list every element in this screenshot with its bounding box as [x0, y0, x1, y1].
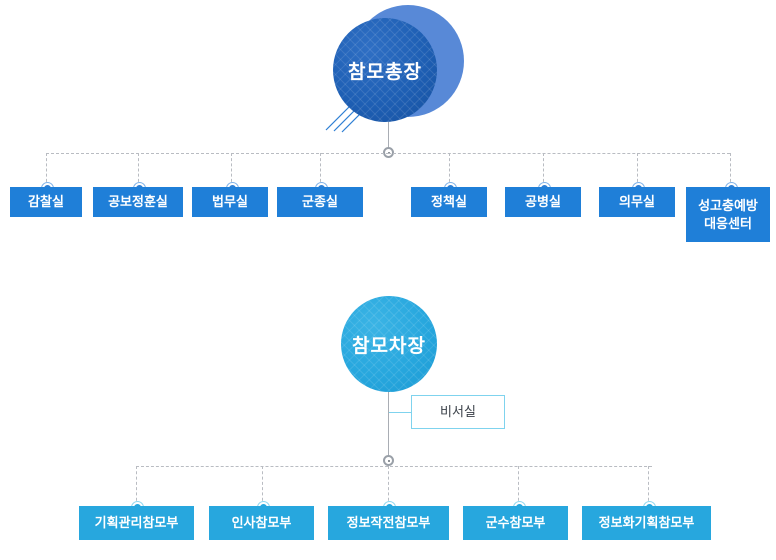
top-child-label-1: 감찰실: [28, 194, 64, 210]
top-child-label-2: 공보정훈실: [108, 194, 168, 210]
top-child-box-7[interactable]: 의무실: [599, 187, 675, 217]
bottom-child-box-5[interactable]: 정보화기획참모부: [582, 506, 711, 540]
top-drop-7: [637, 153, 638, 187]
top-drop-2: [138, 153, 139, 187]
top-child-box-1[interactable]: 감찰실: [10, 187, 82, 217]
top-drop-4: [320, 153, 321, 187]
top-child-box-5[interactable]: 정책실: [411, 187, 487, 217]
bottom-drop-2: [262, 466, 263, 506]
bottom-root-label: 참모차장: [352, 335, 426, 357]
top-child-label-5: 정책실: [431, 194, 467, 210]
bottom-child-box-4[interactable]: 군수참모부: [463, 506, 568, 540]
top-child-label-4: 군종실: [302, 194, 338, 210]
top-child-label-7: 의무실: [619, 194, 655, 210]
top-child-box-4[interactable]: 군종실: [277, 187, 363, 217]
top-bus-left: [46, 153, 389, 154]
aside-label: 비서실: [440, 404, 476, 420]
bottom-bus: [136, 466, 652, 467]
top-bus-right: [388, 153, 730, 154]
top-child-label-3: 법무실: [212, 194, 248, 210]
top-root-node[interactable]: 참모총장: [333, 18, 437, 122]
top-drop-5: [449, 153, 450, 187]
bottom-drop-1: [136, 466, 137, 506]
top-child-label-8-line1: 성고충예방: [698, 197, 758, 213]
top-child-box-3[interactable]: 법무실: [192, 187, 268, 217]
bottom-child-label-4: 군수참모부: [485, 515, 546, 531]
aside-box[interactable]: 비서실: [411, 395, 505, 429]
bottom-child-label-2: 인사참모부: [231, 515, 292, 531]
aside-connector: [389, 412, 411, 413]
top-drop-3: [231, 153, 232, 187]
bottom-child-box-2[interactable]: 인사참모부: [209, 506, 314, 540]
top-child-label-8-line2: 대응센터: [704, 215, 752, 231]
bottom-drop-4: [518, 466, 519, 506]
top-junction-dot: [383, 147, 394, 158]
bottom-root-stem: [388, 392, 389, 460]
top-child-box-8[interactable]: 성고충예방 대응센터: [686, 187, 770, 242]
bottom-junction-dot: [383, 455, 394, 466]
bottom-child-box-3[interactable]: 정보작전참모부: [328, 506, 449, 540]
bottom-root-node[interactable]: 참모차장: [341, 296, 437, 392]
top-child-box-6[interactable]: 공병실: [505, 187, 581, 217]
bottom-child-label-3: 정보작전참모부: [346, 515, 431, 531]
top-root-stem: [388, 122, 389, 152]
bottom-child-label-5: 정보화기획참모부: [598, 515, 695, 531]
bottom-child-box-1[interactable]: 기획관리참모부: [79, 506, 194, 540]
top-drop-1: [46, 153, 47, 187]
top-drop-8: [730, 153, 731, 187]
top-drop-6: [543, 153, 544, 187]
bottom-drop-5: [648, 466, 649, 506]
bottom-child-label-1: 기획관리참모부: [94, 515, 179, 531]
top-child-box-2[interactable]: 공보정훈실: [93, 187, 183, 217]
bottom-drop-3: [388, 466, 389, 506]
top-root-label: 참모총장: [348, 61, 422, 83]
top-child-label-6: 공병실: [525, 194, 561, 210]
